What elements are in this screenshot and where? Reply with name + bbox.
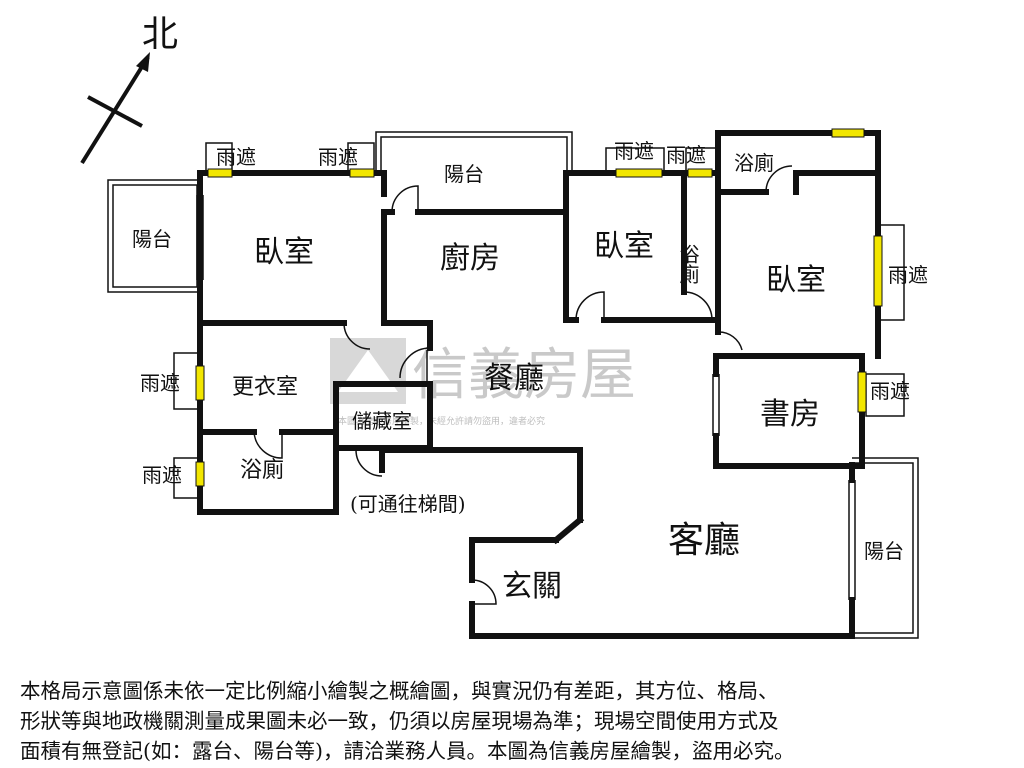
balcony-north-label: 陽台 <box>444 162 484 186</box>
stairs-note: (可通往梯間) <box>350 492 466 516</box>
balcony-north <box>375 131 573 172</box>
walls <box>197 130 881 639</box>
balcony-west-label: 陽台 <box>132 227 172 251</box>
awning-label-5: 雨遮 <box>888 263 928 287</box>
room-bath-mid: 浴廁 <box>676 244 700 285</box>
room-bedroom-nw: 臥室 <box>254 235 314 270</box>
watermark-fine-print: 本圖為信義房屋繪製，未經允許請勿盜用，違者必究 <box>338 415 545 427</box>
floor-plan: 北 信義房屋 本圖為信義房屋繪製，未經允許請勿盜用，違者必究 <box>80 14 928 639</box>
awning-label-1: 雨遮 <box>216 145 256 169</box>
room-bath-ne: 浴廁 <box>734 151 774 175</box>
compass-label: 北 <box>142 14 178 55</box>
awning-label-6: 雨遮 <box>140 371 180 395</box>
disclaimer-line-2: 形狀等與地政機關測量成果圖未必一致，仍須以房屋現場為準；現場空間使用方式及 <box>20 709 779 733</box>
room-storage: 儲藏室 <box>352 409 412 433</box>
room-entrance: 玄關 <box>502 569 562 604</box>
awning-label-8: 雨遮 <box>142 463 182 487</box>
awning-label-3: 雨遮 <box>614 139 654 163</box>
room-study: 書房 <box>760 397 820 432</box>
room-kitchen: 廚房 <box>440 241 500 276</box>
room-bath-w: 浴廁 <box>240 458 284 483</box>
sliding-doors <box>196 195 856 600</box>
disclaimer-line-1: 本格局示意圖係未依一定比例縮小繪製之概繪圖，與實況仍有差距，其方位、格局、 <box>20 679 779 703</box>
disclaimer-text: 本格局示意圖係未依一定比例縮小繪製之概繪圖，與實況仍有差距，其方位、格局、 形狀… <box>20 676 1010 766</box>
disclaimer-line-3: 面積有無登記(如：露台、陽台等)，請洽業務人員。本圖為信義房屋繪製，盜用必究。 <box>20 739 795 763</box>
awning-label-2: 雨遮 <box>318 145 358 169</box>
windows <box>195 128 883 487</box>
balcony-southeast <box>852 457 919 639</box>
watermark-brand: 信義房屋 <box>412 343 636 408</box>
north-compass-icon <box>80 52 150 165</box>
watermark-logo-icon <box>330 338 406 404</box>
door-swings <box>253 165 793 605</box>
room-dining: 餐廳 <box>484 361 544 396</box>
awning-label-4: 雨遮 <box>666 143 706 167</box>
balcony-southeast-label: 陽台 <box>864 539 904 563</box>
room-living: 客廳 <box>668 520 740 561</box>
room-bedroom-e: 臥室 <box>766 263 826 298</box>
room-closet: 更衣室 <box>232 375 298 400</box>
awning-label-7: 雨遮 <box>870 379 910 403</box>
room-bedroom-mid: 臥室 <box>594 229 654 264</box>
